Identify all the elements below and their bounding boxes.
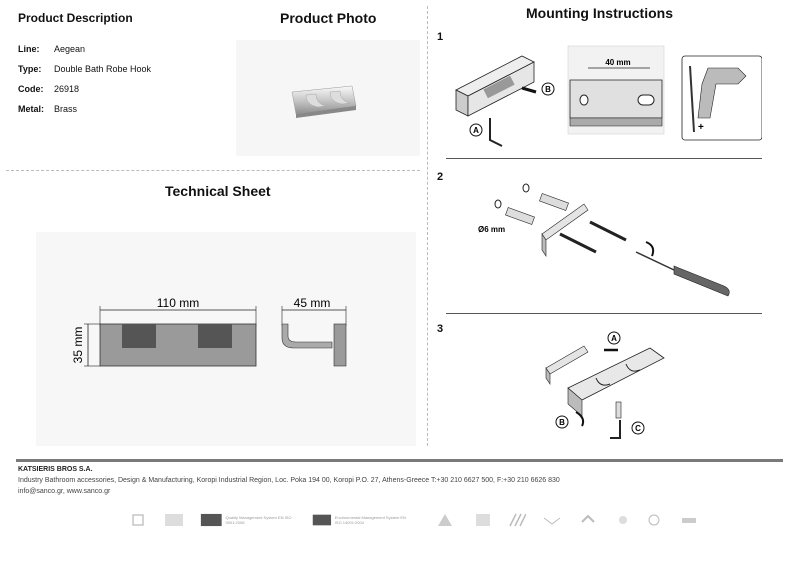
mount-hole-left bbox=[579, 94, 589, 106]
screw-2 bbox=[589, 220, 627, 242]
mounting-instructions-heading: Mounting Instructions bbox=[526, 5, 673, 21]
spec-value: Aegean bbox=[54, 44, 86, 54]
spec-label: Line: bbox=[18, 44, 40, 54]
cert-logo-12 bbox=[474, 512, 492, 528]
cert-env-text: Environmental Management System EN ISO 1… bbox=[334, 515, 406, 525]
set-screw bbox=[615, 401, 622, 419]
footer-bar bbox=[16, 459, 783, 462]
spec-type: Type: Double Bath Robe Hook bbox=[18, 64, 151, 74]
spec-line: Line: Aegean bbox=[18, 44, 151, 54]
cert-logo-hotels bbox=[130, 512, 146, 528]
step-3-illustration: A B C bbox=[545, 331, 665, 439]
step-2-number: 2 bbox=[437, 171, 444, 183]
cert-logo-arc bbox=[436, 512, 454, 528]
step-3-number: 3 bbox=[437, 323, 444, 335]
label-c: C bbox=[635, 424, 641, 433]
cert-logo-circle bbox=[646, 512, 662, 528]
cert-logo-100 bbox=[164, 512, 184, 528]
mounting-plate bbox=[541, 233, 547, 257]
step-separator bbox=[446, 313, 762, 314]
product-photo-heading: Product Photo bbox=[280, 10, 377, 26]
cert-logo-bar bbox=[680, 512, 698, 528]
step-1-illustration: B A 40 mm + bbox=[455, 45, 762, 147]
mounting-plate bbox=[545, 345, 589, 375]
hook-body bbox=[567, 347, 665, 401]
mount-slot-right bbox=[637, 94, 655, 106]
spec-label: Metal: bbox=[18, 104, 45, 114]
plus-icon: + bbox=[698, 122, 704, 133]
wall-plug-bottom bbox=[505, 207, 535, 225]
spec-list: Line: Aegean Type: Double Bath Robe Hook… bbox=[18, 44, 151, 114]
product-description-heading: Product Description bbox=[18, 11, 133, 25]
step-1-number: 1 bbox=[437, 31, 444, 43]
technical-drawing: 110 mm 35 mm 45 mm bbox=[71, 296, 347, 367]
spec-metal: Metal: Brass bbox=[18, 104, 151, 114]
dim-40mm: 40 mm bbox=[605, 58, 630, 67]
wall-plug-top bbox=[539, 193, 569, 211]
cert-environmental: Environmental Management System EN ISO 1… bbox=[312, 512, 412, 528]
cert-logo-stripes bbox=[508, 512, 526, 528]
allen-key bbox=[610, 420, 621, 439]
screwdriver-icon bbox=[689, 65, 695, 133]
technical-sheet-heading: Technical Sheet bbox=[165, 183, 271, 199]
hook-side-profile bbox=[281, 323, 333, 349]
depth-dimension: 45 mm bbox=[294, 296, 331, 310]
label-b: B bbox=[559, 418, 565, 427]
column-divider bbox=[427, 6, 428, 446]
step-separator bbox=[446, 158, 762, 159]
double-hook-photo bbox=[291, 85, 357, 118]
company-name: KATSIERIS BROS S.A. bbox=[18, 466, 93, 473]
hook-cavity-right bbox=[198, 324, 232, 348]
step-2-illustration: Ø6 mm bbox=[478, 183, 730, 297]
spec-label: Type: bbox=[18, 64, 42, 74]
hook-cavity-left bbox=[122, 324, 156, 348]
cert-quality: Quality Management System EN ISO 9001:20… bbox=[200, 512, 300, 528]
cert-logo-wave bbox=[542, 512, 562, 528]
company-contact: info@sanco.gr, www.sanco.gr bbox=[18, 488, 111, 495]
spec-code: Code: 26918 bbox=[18, 84, 151, 94]
hook-side-base bbox=[333, 323, 347, 367]
label-b: B bbox=[545, 85, 551, 94]
allen-key bbox=[489, 118, 503, 147]
company-address: Industry Bathroom accessories, Design & … bbox=[18, 477, 560, 484]
height-dimension: 35 mm bbox=[71, 327, 85, 364]
product-photo bbox=[236, 40, 420, 156]
cert-logo-chevron bbox=[580, 512, 596, 528]
width-dimension: 110 mm bbox=[157, 296, 199, 310]
screwdriver-icon bbox=[673, 265, 730, 297]
screw-1 bbox=[559, 232, 597, 254]
spec-label: Code: bbox=[18, 84, 44, 94]
drill-icon bbox=[697, 67, 747, 119]
spec-value: Brass bbox=[54, 104, 78, 114]
cert-quality-text: Quality Management System EN ISO 9001:20… bbox=[225, 515, 292, 525]
spec-value: Double Bath Robe Hook bbox=[54, 64, 152, 74]
spec-value: 26918 bbox=[54, 84, 80, 94]
dim-6mm: Ø6 mm bbox=[478, 225, 505, 234]
section-divider bbox=[6, 170, 420, 171]
label-a: A bbox=[473, 126, 479, 135]
cert-logo-sun bbox=[614, 512, 632, 528]
label-a: A bbox=[611, 334, 617, 343]
